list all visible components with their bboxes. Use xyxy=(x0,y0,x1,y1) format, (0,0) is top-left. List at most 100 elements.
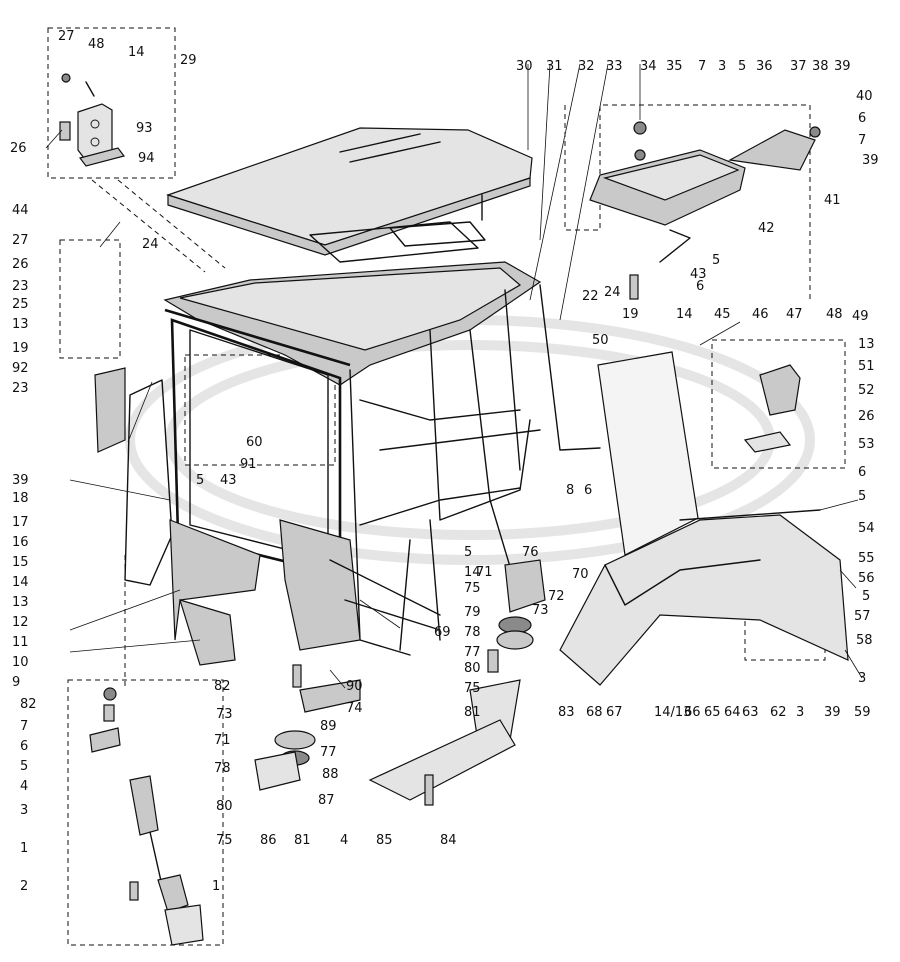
callout-72: 72 xyxy=(548,589,565,604)
inset-frame-strut xyxy=(67,679,224,946)
callout-1: 1 xyxy=(20,841,28,856)
callout-14: 14 xyxy=(464,565,481,580)
callout-17: 17 xyxy=(12,515,29,530)
callout-3: 3 xyxy=(796,705,804,720)
inset-frame-top-left xyxy=(47,27,176,179)
callout-80: 80 xyxy=(464,661,481,676)
callout-14: 14 xyxy=(676,307,693,322)
callout-7: 7 xyxy=(20,719,28,734)
callout-3: 3 xyxy=(718,59,726,74)
callout-37: 37 xyxy=(790,59,807,74)
callout-65: 65 xyxy=(704,705,721,720)
callout-74: 74 xyxy=(346,701,363,716)
callout-18: 18 xyxy=(12,491,29,506)
callout-13: 13 xyxy=(12,317,29,332)
callout-39: 39 xyxy=(862,153,879,168)
callout-84: 84 xyxy=(440,833,457,848)
callout-70: 70 xyxy=(572,567,589,582)
callout-30: 30 xyxy=(516,59,533,74)
callout-6: 6 xyxy=(20,739,28,754)
callout-6: 6 xyxy=(858,465,866,480)
callout-14-13: 14/13 xyxy=(654,705,691,720)
callout-46: 46 xyxy=(752,307,769,322)
callout-10: 10 xyxy=(12,655,29,670)
callout-5: 5 xyxy=(196,473,204,488)
callout-80: 80 xyxy=(216,799,233,814)
callout-43: 43 xyxy=(220,473,237,488)
callout-76: 76 xyxy=(522,545,539,560)
callout-4: 4 xyxy=(340,833,348,848)
center-mounts xyxy=(368,559,546,806)
callout-5: 5 xyxy=(738,59,746,74)
callout-85: 85 xyxy=(376,833,393,848)
callout-47: 47 xyxy=(786,307,803,322)
callout-62: 62 xyxy=(770,705,787,720)
callout-50: 50 xyxy=(592,333,609,348)
callout-75: 75 xyxy=(464,681,481,696)
callout-5: 5 xyxy=(862,589,870,604)
callout-77: 77 xyxy=(464,645,481,660)
roof-panel xyxy=(166,127,533,256)
callout-44: 44 xyxy=(12,203,29,218)
callout-73: 73 xyxy=(532,603,549,618)
callout-6: 6 xyxy=(696,279,704,294)
callout-36: 36 xyxy=(756,59,773,74)
callout-83: 83 xyxy=(558,705,575,720)
callout-19: 19 xyxy=(12,341,29,356)
callout-13: 13 xyxy=(858,337,875,352)
callout-51: 51 xyxy=(858,359,875,374)
callout-38: 38 xyxy=(812,59,829,74)
callout-39: 39 xyxy=(12,473,29,488)
callout-58: 58 xyxy=(856,633,873,648)
callout-82: 82 xyxy=(20,697,37,712)
callout-29: 29 xyxy=(180,53,197,68)
callout-3: 3 xyxy=(20,803,28,818)
callout-5: 5 xyxy=(464,545,472,560)
callout-42: 42 xyxy=(758,221,775,236)
callout-26: 26 xyxy=(10,141,27,156)
inset-frame-door-window xyxy=(184,354,336,466)
callout-1: 1 xyxy=(212,879,220,894)
callout-3: 3 xyxy=(858,671,866,686)
callout-23: 23 xyxy=(12,279,29,294)
callout-43: 43 xyxy=(690,267,707,282)
callout-49: 49 xyxy=(852,309,869,324)
callout-2: 2 xyxy=(20,879,28,894)
callout-89: 89 xyxy=(320,719,337,734)
callout-60: 60 xyxy=(246,435,263,450)
callout-93: 93 xyxy=(136,121,153,136)
callout-59: 59 xyxy=(854,705,871,720)
inset-link-dash-1 xyxy=(91,179,206,273)
callout-34: 34 xyxy=(640,59,657,74)
callout-14: 14 xyxy=(12,575,29,590)
callout-39: 39 xyxy=(834,59,851,74)
callout-27: 27 xyxy=(58,29,75,44)
callout-68: 68 xyxy=(586,705,603,720)
cab-body xyxy=(163,221,601,656)
callout-90: 90 xyxy=(346,679,363,694)
callout-9: 9 xyxy=(12,675,20,690)
callout-45: 45 xyxy=(714,307,731,322)
callout-56: 56 xyxy=(858,571,875,586)
callout-24: 24 xyxy=(604,285,621,300)
callout-40: 40 xyxy=(856,89,873,104)
callout-13: 13 xyxy=(12,595,29,610)
callout-63: 63 xyxy=(742,705,759,720)
callout-88: 88 xyxy=(322,767,339,782)
latch-parts xyxy=(743,364,801,453)
callout-11: 11 xyxy=(12,635,29,650)
callout-26: 26 xyxy=(858,409,875,424)
callout-32: 32 xyxy=(578,59,595,74)
gas-strut xyxy=(89,687,204,946)
callout-48: 48 xyxy=(826,307,843,322)
callout-71: 71 xyxy=(476,565,493,580)
callout-24: 24 xyxy=(142,237,159,252)
callout-25: 25 xyxy=(12,297,29,312)
left-mounts xyxy=(254,664,361,791)
callout-81: 81 xyxy=(294,833,311,848)
callout-69: 69 xyxy=(434,625,451,640)
callout-52: 52 xyxy=(858,383,875,398)
callout-41: 41 xyxy=(824,193,841,208)
callout-19: 19 xyxy=(622,307,639,322)
inset-frame-right-latch xyxy=(711,339,846,469)
